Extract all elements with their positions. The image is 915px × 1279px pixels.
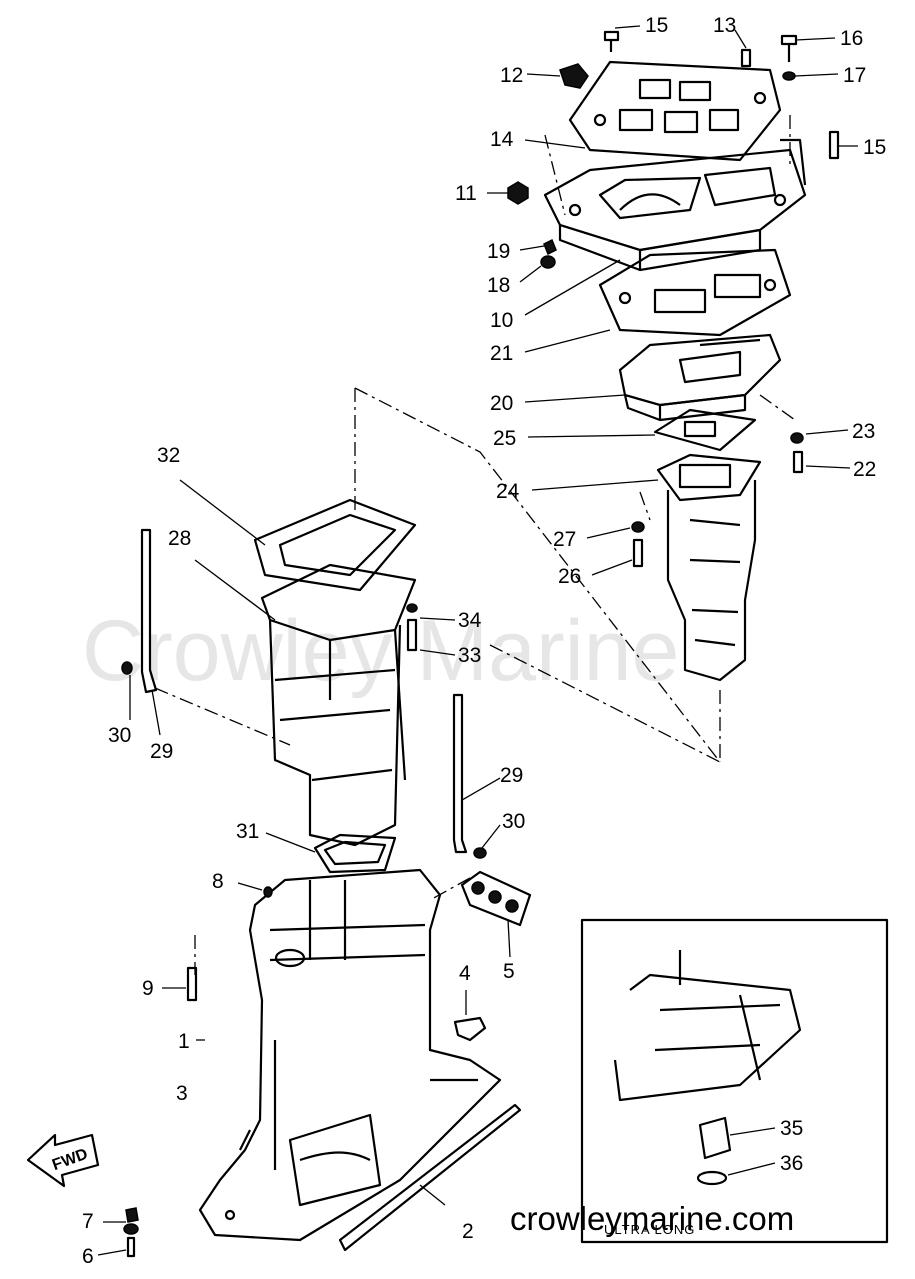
callout-29-left: 29: [150, 740, 173, 763]
callout-7: 7: [82, 1210, 94, 1233]
upper-casing-10: [543, 138, 807, 272]
callout-10: 10: [490, 309, 513, 332]
leader-lines: [97, 25, 858, 1256]
gasket-21: [598, 248, 792, 337]
gasket-31: [313, 833, 397, 874]
grommet-plate-5: [460, 870, 532, 927]
callout-23: 23: [852, 420, 875, 443]
oil-pan-28: [260, 563, 417, 847]
callout-11: 11: [455, 182, 477, 205]
callout-31: 31: [236, 820, 259, 843]
gasket-14: [568, 60, 782, 162]
callout-18: 18: [487, 274, 510, 297]
callout-26: 26: [558, 565, 581, 588]
plug-4: [453, 1016, 487, 1042]
callout-15-right: 15: [863, 136, 886, 159]
watermark-text: Crowley Marine: [82, 603, 679, 699]
callout-17: 17: [843, 64, 866, 87]
site-url: crowleymarine.com: [510, 1200, 794, 1237]
inset-caption: ULTRA LONG: [604, 1222, 695, 1237]
callout-8: 8: [212, 870, 224, 893]
callout-25: 25: [493, 427, 516, 450]
callout-27: 27: [553, 528, 576, 551]
callout-12: 12: [500, 64, 523, 87]
callout-16: 16: [840, 27, 863, 50]
dipstick-29-left: [121, 528, 158, 694]
forward-arrow-icon: FWD: [26, 1133, 100, 1188]
drive-shaft-housing: [198, 868, 522, 1252]
exhaust-guide-20: [618, 333, 782, 422]
callout-13: 13: [713, 14, 736, 37]
dipstick-29-right: [452, 693, 487, 859]
hardware-8-9: [186, 886, 273, 1002]
callout-9: 9: [142, 977, 154, 1000]
callout-19: 19: [487, 240, 510, 263]
callout-36: 36: [780, 1152, 803, 1175]
callout-32: 32: [157, 444, 180, 467]
hardware-33-34: [406, 603, 418, 652]
callout-21: 21: [490, 342, 513, 365]
callout-15-top: 15: [645, 14, 668, 37]
callout-4: 4: [459, 962, 471, 985]
hardware-top: [507, 30, 840, 568]
callout-20: 20: [490, 392, 513, 415]
callout-1: 1: [178, 1030, 190, 1053]
hardware-6-7: [123, 1207, 139, 1258]
callout-28: 28: [168, 527, 191, 550]
callout-5: 5: [503, 960, 515, 983]
callout-numbers: 12 15 13 16 17 15 14 11 19 18 10 21 20 2…: [82, 14, 886, 1268]
callout-33: 33: [458, 644, 481, 667]
callout-2: 2: [462, 1220, 474, 1243]
gasket-32: [253, 498, 417, 592]
ultra-long-inset: ULTRA LONG: [580, 918, 889, 1244]
callout-34: 34: [458, 609, 482, 632]
callout-6: 6: [82, 1245, 94, 1268]
callout-35: 35: [780, 1117, 803, 1140]
exhaust-manifold-24: [656, 453, 762, 682]
callout-30-left: 30: [108, 724, 131, 747]
callout-29-right: 29: [500, 764, 523, 787]
assembly-dashed-lines: [154, 115, 796, 975]
callout-14: 14: [490, 128, 514, 151]
gasket-25: [653, 408, 757, 452]
callout-22: 22: [853, 458, 876, 481]
callout-30-right: 30: [502, 810, 525, 833]
callout-3: 3: [176, 1082, 188, 1105]
callout-24: 24: [496, 480, 520, 503]
